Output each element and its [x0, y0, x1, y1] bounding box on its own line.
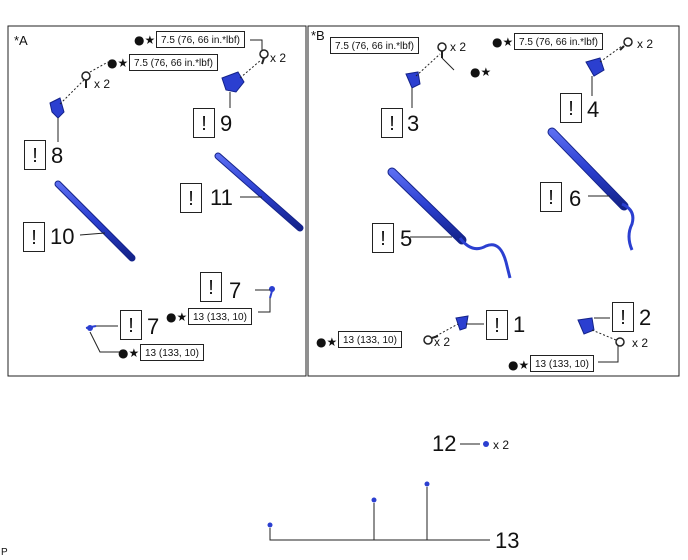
leader-10 — [79, 232, 106, 236]
dot-star-mark: ●★ — [118, 346, 140, 360]
dot-star-mark: ●★ — [508, 358, 530, 372]
clip-12 — [483, 441, 489, 447]
leader-7b — [89, 331, 126, 353]
dash-1 — [435, 323, 459, 337]
torque-box-b2: 7.5 (76, 66 in.*lbf) — [514, 33, 603, 50]
dot-star-mark: ●★ — [107, 56, 129, 70]
warning-box-9: ! — [193, 108, 215, 138]
callout-6: 6 — [569, 186, 582, 211]
panel-b-frame — [307, 25, 680, 377]
ball-stud-7-right — [269, 286, 275, 299]
callout-10: 10 — [50, 224, 75, 249]
qty-3: x 2 — [450, 40, 467, 54]
leader-torque-b1 — [441, 57, 455, 71]
qty-8: x 2 — [94, 77, 111, 91]
warning-box-4: ! — [560, 93, 582, 123]
bracket-9 — [221, 71, 245, 93]
warning-box-8: ! — [24, 140, 46, 170]
leader-torque-a2 — [250, 39, 263, 50]
footer-code: P — [1, 547, 8, 558]
callout-4: 4 — [587, 97, 600, 122]
bolt-2 — [615, 337, 625, 347]
callout-12: 12 — [432, 431, 457, 456]
warning-box-6: ! — [540, 182, 562, 212]
leader-7a — [258, 298, 271, 313]
callout-2: 2 — [639, 305, 652, 330]
clips-13 — [267, 481, 430, 528]
strut-11 — [214, 152, 304, 232]
torque-box-b3: 13 (133, 10) — [338, 331, 402, 348]
callout-7a: 7 — [229, 278, 242, 303]
warning-box-3: ! — [381, 108, 403, 138]
dash-9 — [239, 59, 262, 79]
torque-box-a3: 13 (133, 10) — [140, 344, 204, 361]
dash-3 — [415, 53, 441, 77]
bracket-3 — [405, 71, 421, 89]
qty-1: x 2 — [434, 335, 451, 349]
torque-box-b4: 13 (133, 10) — [530, 355, 594, 372]
bracket-4 — [585, 57, 605, 77]
dot-star-mark: ●★ — [470, 65, 492, 79]
warning-box-11: ! — [180, 183, 202, 213]
warning-box-7a: ! — [200, 272, 222, 302]
bracket-2 — [577, 317, 595, 335]
dash-4 — [599, 45, 623, 63]
warning-box-7b: ! — [120, 310, 142, 340]
callout-13: 13 — [495, 528, 520, 553]
strut-5 — [387, 167, 512, 279]
strut-6 — [547, 127, 635, 251]
warning-box-10: ! — [23, 222, 45, 252]
torque-box-a1: 7.5 (76, 66 in.*lbf) — [129, 54, 218, 71]
bolt-1 — [423, 335, 439, 345]
leader-torque-b4 — [598, 346, 619, 363]
bolt-4 — [619, 37, 633, 51]
strut-10 — [54, 180, 136, 262]
bracket-1 — [455, 315, 469, 331]
panel-a-label: *A — [14, 33, 28, 48]
leader-torque-a1 — [89, 61, 109, 73]
callout-3: 3 — [407, 111, 420, 136]
bolt-8 — [81, 71, 91, 88]
torque-box-a4: 13 (133, 10) — [188, 308, 252, 325]
dash-2 — [591, 329, 617, 341]
callout-9: 9 — [220, 111, 233, 136]
callout-7b: 7 — [147, 314, 160, 339]
torque-box-b1: 7.5 (76, 66 in.*lbf) — [330, 37, 419, 54]
dash-8 — [59, 79, 85, 105]
qty-9: x 2 — [270, 51, 287, 65]
warning-box-5: ! — [372, 223, 394, 253]
panel-b-label: *B — [311, 28, 325, 43]
warning-box-2: ! — [612, 302, 634, 332]
bolt-9 — [259, 49, 269, 65]
qty-4: x 2 — [637, 37, 654, 51]
torque-box-a2: 7.5 (76, 66 in.*lbf) — [156, 31, 245, 48]
dot-star-mark: ●★ — [316, 335, 338, 349]
bracket-8 — [49, 97, 65, 119]
leader-13 — [269, 528, 490, 541]
dot-star-mark: ●★ — [492, 35, 514, 49]
callout-5: 5 — [400, 226, 413, 251]
ball-stud-7-left — [85, 325, 97, 331]
panel-a-frame — [7, 25, 307, 377]
callout-1: 1 — [513, 312, 526, 337]
qty-12: x 2 — [493, 438, 510, 452]
warning-box-1: ! — [486, 310, 508, 340]
qty-2: x 2 — [632, 336, 649, 350]
callout-11: 11 — [210, 185, 233, 210]
callout-8: 8 — [51, 143, 64, 168]
bolt-3 — [437, 42, 447, 58]
dot-star-mark: ●★ — [166, 310, 188, 324]
dot-star-mark: ●★ — [134, 33, 156, 47]
